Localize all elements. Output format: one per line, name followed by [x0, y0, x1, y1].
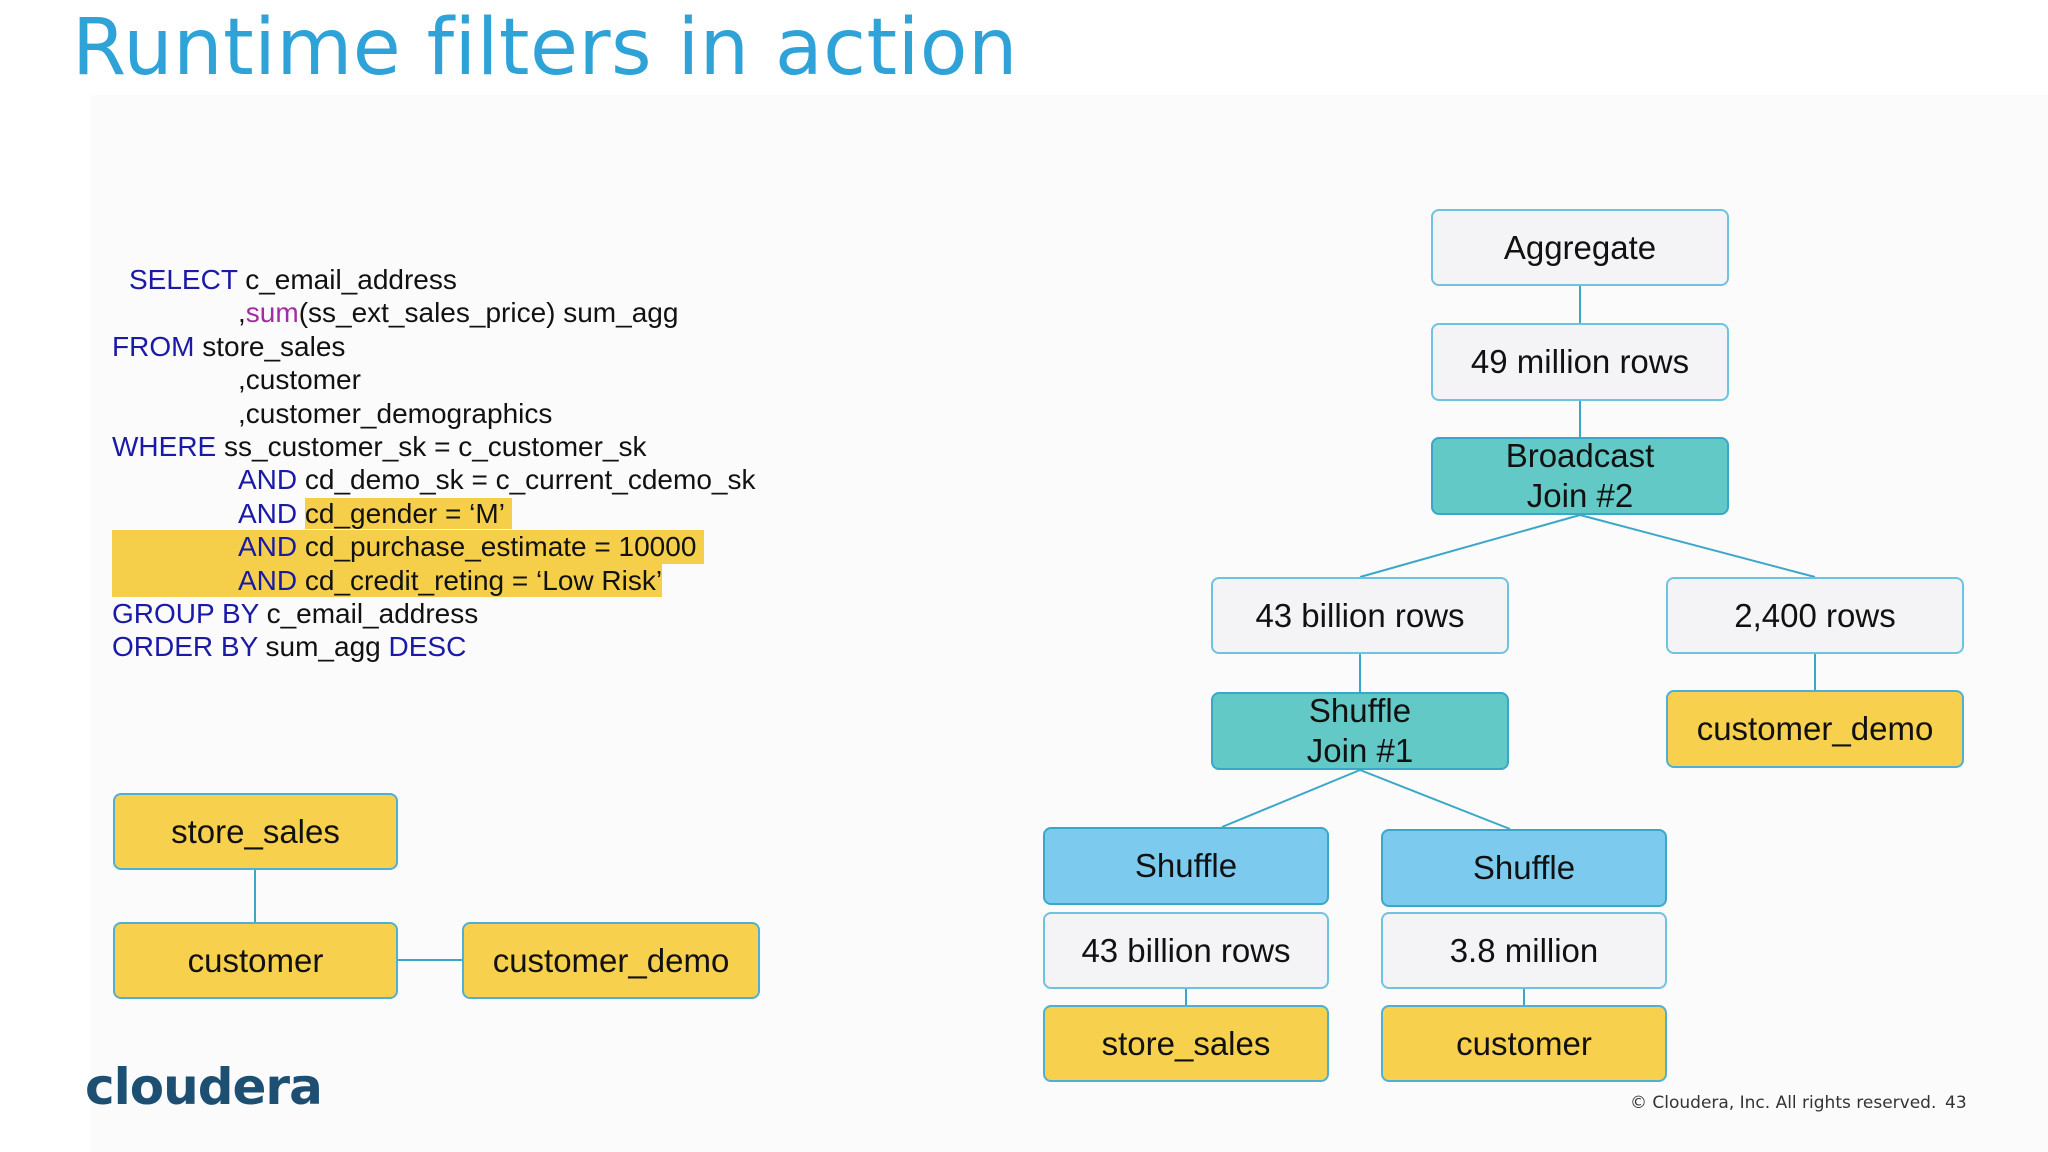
sql-line: ,customer [112, 363, 755, 396]
plan-node-row-count: 2,400 rows [1666, 577, 1964, 654]
plan-node-row-count: 43 billion rows [1211, 577, 1509, 654]
plan-node-aggregate: Aggregate [1431, 209, 1729, 286]
sql-line: ,customer_demographics [112, 397, 755, 430]
sql-text: (ss_ext_sales_price) sum_agg [298, 297, 679, 329]
plan-node-shuffle-join: Shuffle Join #1 [1211, 692, 1509, 770]
sql-text: sum_agg [257, 631, 389, 663]
sql-text: cd_demo_sk = c_current_cdemo_sk [297, 464, 756, 496]
cloudera-logo: cloudera [85, 1058, 323, 1116]
table-node-store-sales: store_sales [113, 793, 398, 870]
sql-keyword: AND [238, 497, 298, 529]
sql-text: store_sales [194, 330, 346, 362]
sql-keyword: WHERE [112, 430, 217, 462]
edge [1221, 769, 1361, 828]
edge [1579, 514, 1816, 578]
table-node-store-sales: store_sales [1043, 1005, 1329, 1082]
sql-text: c_email_address [258, 597, 479, 629]
plan-node-shuffle: Shuffle [1043, 827, 1329, 905]
plan-node-shuffle: Shuffle [1381, 829, 1667, 907]
table-node-customer-demo: customer_demo [462, 922, 760, 999]
table-node-customer: customer [113, 922, 398, 999]
plan-node-broadcast-join: Broadcast Join #2 [1431, 437, 1729, 515]
sql-text: cd_credit_reting = ‘Low Risk’ [297, 564, 663, 596]
sql-text: ss_customer_sk = c_customer_sk [216, 430, 647, 462]
sql-highlight: AND cd_purchase_estimate = 10000 [112, 530, 705, 564]
plan-node-row-count: 43 billion rows [1043, 912, 1329, 989]
sql-line: ,sum(ss_ext_sales_price) sum_agg [112, 296, 755, 329]
table-node-customer-demo: customer_demo [1666, 690, 1964, 768]
sql-text: ,customer [238, 364, 361, 396]
sql-text: cd_purchase_estimate = 10000 [297, 531, 705, 563]
sql-query: SELECT c_email_address ,sum(ss_ext_sales… [112, 263, 755, 664]
sql-line: AND cd_demo_sk = c_current_cdemo_sk [112, 463, 755, 496]
slide-title: Runtime filters in action [72, 3, 1018, 93]
sql-line: SELECT c_email_address [112, 263, 755, 296]
sql-function: sum [245, 297, 299, 329]
sql-keyword: DESC [388, 631, 467, 663]
plan-node-row-count: 49 million rows [1431, 323, 1729, 401]
page-number: 43 [1945, 1093, 1967, 1113]
sql-line-highlighted: AND cd_gender = ‘M’ [112, 497, 755, 530]
sql-keyword: ORDER BY [112, 631, 258, 663]
sql-line-highlighted: AND cd_credit_reting = ‘Low Risk’ [112, 563, 755, 597]
edge [1359, 769, 1511, 830]
sql-text: , [238, 297, 246, 329]
sql-text: c_email_address [237, 264, 457, 295]
sql-line-highlighted: AND cd_purchase_estimate = 10000 [112, 530, 755, 564]
sql-line: ORDER BY sum_agg DESC [112, 630, 755, 663]
sql-keyword: SELECT [129, 264, 238, 295]
sql-keyword: AND [238, 464, 298, 496]
sql-keyword: AND [238, 531, 298, 563]
sql-highlight: cd_gender = ‘M’ [304, 497, 512, 529]
sql-highlight: AND cd_credit_reting = ‘Low Risk’ [112, 563, 663, 597]
plan-node-row-count: 3.8 million [1381, 912, 1667, 989]
sql-line: GROUP BY c_email_address [112, 597, 755, 630]
sql-line: WHERE ss_customer_sk = c_customer_sk [112, 430, 755, 463]
sql-keyword: FROM [112, 330, 195, 362]
copyright-text: © Cloudera, Inc. All rights reserved. [1630, 1093, 1937, 1113]
sql-keyword: AND [238, 564, 298, 596]
table-node-customer: customer [1381, 1005, 1667, 1082]
edge [1359, 514, 1581, 578]
sql-text: ,customer_demographics [238, 397, 553, 429]
sql-keyword: GROUP BY [112, 597, 259, 629]
sql-line: FROM store_sales [112, 330, 755, 363]
